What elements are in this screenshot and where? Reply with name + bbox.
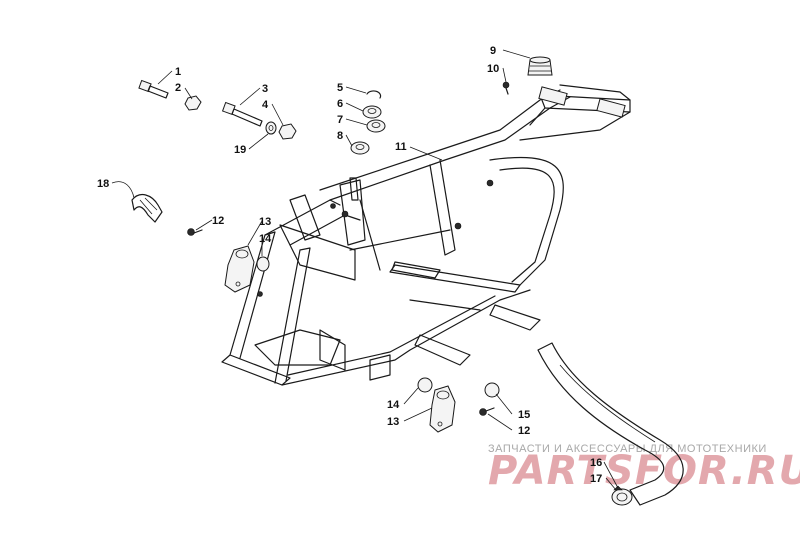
part-15-bushing: [484, 382, 500, 398]
part-19-washer: [265, 121, 277, 135]
callout-1: 1: [175, 66, 181, 78]
callout-10: 10: [487, 63, 499, 75]
atv-frame: [221, 84, 631, 386]
callout-3: 3: [262, 83, 268, 95]
callout-16: 16: [590, 457, 602, 469]
callout-2: 2: [175, 82, 181, 94]
part-13-bracket-upper: [224, 245, 255, 293]
callout-14-lower: 14: [387, 399, 400, 411]
part-12-screw-lower: [479, 407, 495, 416]
part-13-bracket-lower: [429, 385, 456, 433]
callout-6: 6: [337, 98, 343, 110]
part-16-hose: [537, 342, 684, 506]
part-14-bushing-lower: [417, 377, 433, 393]
part-18-strap: [131, 193, 163, 223]
part-2-nut: [184, 95, 202, 111]
callout-19: 19: [234, 144, 246, 156]
callout-8: 8: [337, 130, 343, 142]
callout-13-upper: 13: [259, 216, 271, 228]
leader-lines: [111, 49, 619, 491]
part-12-screw-upper: [187, 228, 203, 236]
callout-5: 5: [337, 82, 343, 94]
callout-12-lower: 12: [518, 425, 530, 437]
callout-11: 11: [395, 141, 407, 153]
watermark: ЗАПЧАСТИ И АКСЕССУАРЫ ДЛЯ МОТОТЕХНИКИ PA…: [488, 443, 800, 494]
callout-7: 7: [337, 114, 343, 126]
part-5-snap-ring: [366, 90, 382, 99]
callout-9: 9: [490, 45, 496, 57]
callout-4: 4: [262, 99, 269, 111]
watermark-subtitle: ЗАПЧАСТИ И АКСЕССУАРЫ ДЛЯ МОТОТЕХНИКИ: [488, 443, 767, 455]
callout-labels: 1 2 3 4 5 6 7 8 9 10 11 12 12 13 13 14 1…: [97, 45, 602, 485]
part-9-grommet: [527, 56, 553, 76]
callout-15: 15: [518, 409, 530, 421]
callout-14-upper: 14: [259, 233, 272, 245]
part-6-bearing: [362, 105, 382, 119]
part-8-seal: [350, 141, 370, 155]
callout-18: 18: [97, 178, 109, 190]
part-7-bearing: [366, 119, 386, 133]
callout-17: 17: [590, 473, 602, 485]
part-1-bolt: [138, 79, 169, 99]
callout-13-lower: 13: [387, 416, 399, 428]
watermark-brand: PARTSFOR.RU: [488, 448, 800, 494]
part-4-nut: [278, 123, 297, 140]
part-10-screw: [502, 81, 510, 95]
part-3-bolt: [221, 101, 263, 127]
callout-12-upper: 12: [212, 215, 224, 227]
part-14-bushing-upper: [256, 256, 270, 272]
